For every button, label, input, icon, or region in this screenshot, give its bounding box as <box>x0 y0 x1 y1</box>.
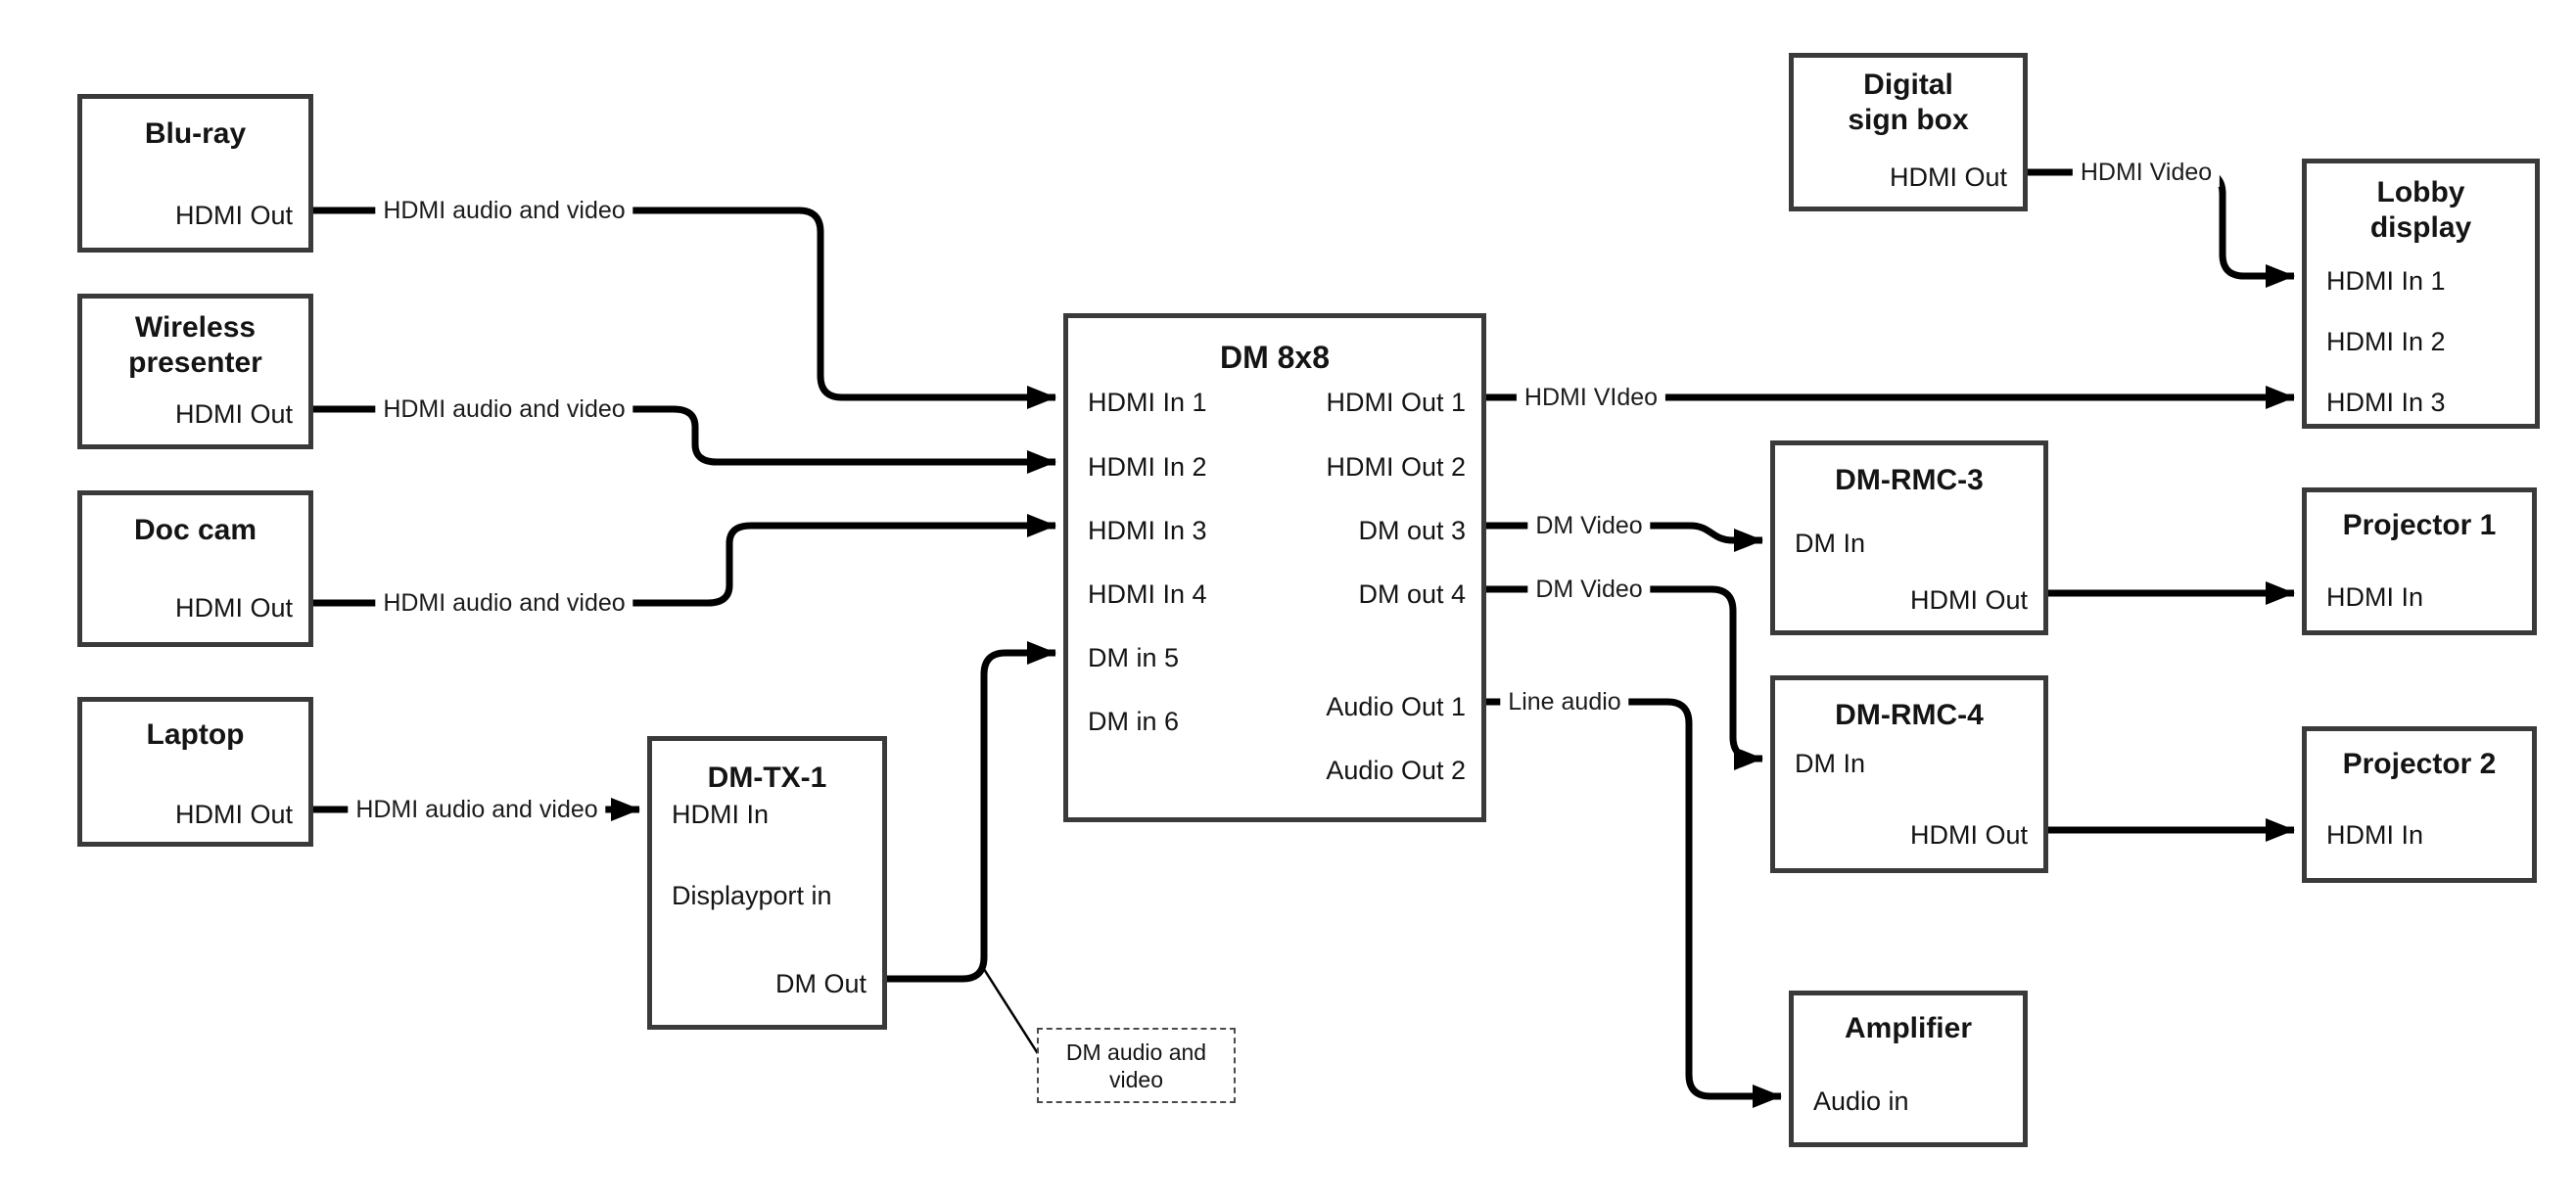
node-title: Projector 2 <box>2342 748 2497 780</box>
node-dm-8x8: DM 8x8 HDMI In 1 HDMI In 2 HDMI In 3 HDM… <box>1063 313 1486 822</box>
node-title: Amplifier <box>1844 1012 1973 1044</box>
node-title: Projector 1 <box>2342 509 2497 541</box>
port-audio-in: Audio in <box>1813 1086 1909 1116</box>
port-hdmi-out-1: HDMI Out 1 <box>1326 388 1466 417</box>
port-hdmi-in: HDMI In <box>2326 820 2424 850</box>
node-title: DM-RMC-4 <box>1835 699 1984 731</box>
node-doc-cam: Doc cam HDMI Out <box>77 490 313 647</box>
edge-dmtx1-to-dm8x8-in5 <box>887 641 1056 983</box>
port-dm-in-5: DM in 5 <box>1088 643 1180 672</box>
port-dm-out: DM Out <box>774 969 866 998</box>
node-lobby-display: Lobby display HDMI In 1 HDMI In 2 HDMI I… <box>2302 159 2540 429</box>
edge-bluray-to-dm8x8-in1 <box>313 207 1056 409</box>
port-hdmi-out: HDMI Out <box>1909 585 2028 615</box>
port-dm-out-3: DM out 3 <box>1358 516 1466 545</box>
node-projector-2: Projector 2 HDMI In <box>2302 726 2537 883</box>
node-amplifier: Amplifier Audio in <box>1789 991 2028 1147</box>
edge-label-dm-video-3: DM Video <box>1527 511 1651 540</box>
edge-label-hdmi-audio-video-3: HDMI audio and video <box>375 588 633 618</box>
node-dm-tx-1: DM-TX-1 HDMI In Displayport in DM Out <box>647 736 887 1030</box>
port-hdmi-out: HDMI Out <box>1909 820 2028 850</box>
port-dm-in-6: DM in 6 <box>1088 707 1180 736</box>
edge-digsign-to-lobby-in1 <box>2028 168 2295 288</box>
port-hdmi-in-1: HDMI In 1 <box>2326 266 2446 296</box>
edge-label-hdmi-video: HDMI Video <box>2072 158 2221 187</box>
node-title: DM 8x8 <box>1219 340 1331 375</box>
edge-label-hdmi-audio-video-1: HDMI audio and video <box>375 196 633 225</box>
node-title: Digital sign box <box>1848 69 1969 136</box>
node-title: Lobby display <box>2369 176 2472 244</box>
port-dm-in: DM In <box>1795 529 1866 558</box>
note-dm-audio-video: DM audio and video <box>1037 1028 1236 1103</box>
edge-doccam-to-dm8x8-in3 <box>313 514 1056 607</box>
port-audio-out-2: Audio Out 2 <box>1326 756 1466 785</box>
node-title: Blu-ray <box>144 117 247 150</box>
edge-label-hdmi-audio-video-2: HDMI audio and video <box>375 394 633 424</box>
port-dm-out-4: DM out 4 <box>1358 579 1466 609</box>
port-hdmi-in-1: HDMI In 1 <box>1088 388 1207 417</box>
edge-dm8x8-aout1-to-amp <box>1486 698 1782 1108</box>
edge-label-dm-video-4: DM Video <box>1527 575 1651 604</box>
port-hdmi-out: HDMI Out <box>174 399 293 429</box>
edge-dm8x8-out3-to-rmc3 <box>1486 522 1763 552</box>
port-dm-in: DM In <box>1795 749 1866 778</box>
node-title: Laptop <box>146 718 245 751</box>
port-hdmi-out-2: HDMI Out 2 <box>1326 452 1466 482</box>
port-hdmi-in-3: HDMI In 3 <box>2326 388 2446 417</box>
port-hdmi-in-3: HDMI In 3 <box>1088 516 1207 545</box>
node-dm-rmc-4: DM-RMC-4 DM In HDMI Out <box>1770 675 2048 873</box>
port-hdmi-in-2: HDMI In 2 <box>1088 452 1207 482</box>
port-hdmi-out: HDMI Out <box>174 201 293 230</box>
node-digital-sign-box: Digital sign box HDMI Out <box>1789 53 2028 211</box>
port-audio-out-1: Audio Out 1 <box>1326 692 1466 721</box>
port-hdmi-out: HDMI Out <box>1889 162 2007 192</box>
node-title: DM-TX-1 <box>707 762 827 794</box>
port-hdmi-in-2: HDMI In 2 <box>2326 327 2446 356</box>
port-hdmi-in-4: HDMI In 4 <box>1088 579 1207 609</box>
edge-label-line-audio: Line audio <box>1500 687 1629 716</box>
edge-label-hdmi-audio-video-4: HDMI audio and video <box>348 795 606 824</box>
node-title: Doc cam <box>133 514 258 546</box>
edge-dm8x8-out4-to-rmc4 <box>1486 585 1763 770</box>
edge-label-hdmi-video-out1: HDMI VIdeo <box>1516 383 1666 412</box>
node-title: DM-RMC-3 <box>1835 464 1984 496</box>
port-hdmi-in: HDMI In <box>2326 582 2424 612</box>
node-dm-rmc-3: DM-RMC-3 DM In HDMI Out <box>1770 440 2048 635</box>
node-blu-ray: Blu-ray HDMI Out <box>77 94 313 253</box>
edge-wireless-to-dm8x8-in2 <box>313 405 1056 474</box>
port-displayport-in: Displayport in <box>672 881 832 910</box>
port-hdmi-in: HDMI In <box>672 800 770 829</box>
note-callout-line <box>980 965 1041 1056</box>
node-title: Wireless presenter <box>128 311 262 379</box>
node-projector-1: Projector 1 HDMI In <box>2302 487 2537 635</box>
port-hdmi-out: HDMI Out <box>174 800 293 829</box>
node-wireless-presenter: Wireless presenter HDMI Out <box>77 294 313 449</box>
node-laptop: Laptop HDMI Out <box>77 697 313 847</box>
note-text: DM audio and video <box>1065 1039 1207 1092</box>
port-hdmi-out: HDMI Out <box>174 593 293 623</box>
